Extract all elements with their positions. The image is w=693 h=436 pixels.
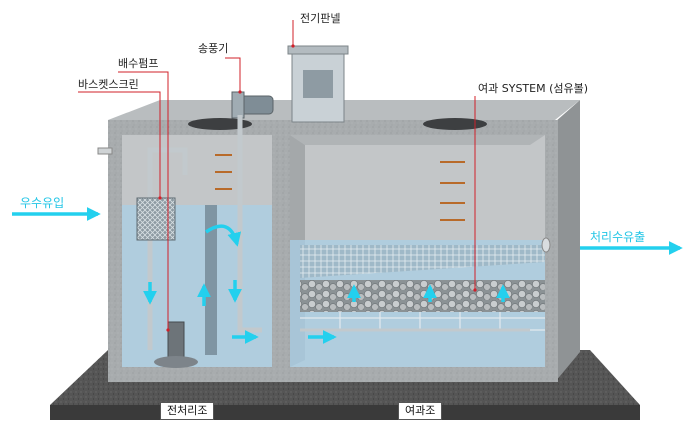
control-panel-label: 전기판넬 (300, 12, 341, 25)
tank-right-side (555, 100, 580, 382)
manhole-left (188, 118, 252, 130)
middle-wall (272, 135, 290, 382)
filter-balls (300, 280, 545, 312)
inlet-pipe (97, 147, 113, 155)
flow-arrows (12, 207, 683, 344)
manhole-right (423, 118, 487, 130)
inflow-label: 우수유입 (20, 196, 65, 210)
bar-screen-label: 바스켓스크린 (78, 78, 139, 91)
baffle-wall (205, 205, 217, 355)
drain-pump-label: 배수펌프 (118, 57, 159, 70)
outflow-label: 처리수유출 (590, 230, 646, 244)
filter-mesh (300, 245, 545, 278)
blower-label: 송풍기 (198, 42, 229, 55)
outlet-port (541, 237, 551, 253)
control-panel-box (291, 51, 345, 123)
filtration-caption: 여과조 (398, 402, 443, 420)
leader-lines (78, 20, 476, 330)
filter-system-label: 여과 SYSTEM (섬유볼) (478, 82, 589, 95)
basket-screen (136, 197, 176, 241)
pretreatment-caption: 전처리조 (160, 402, 215, 420)
